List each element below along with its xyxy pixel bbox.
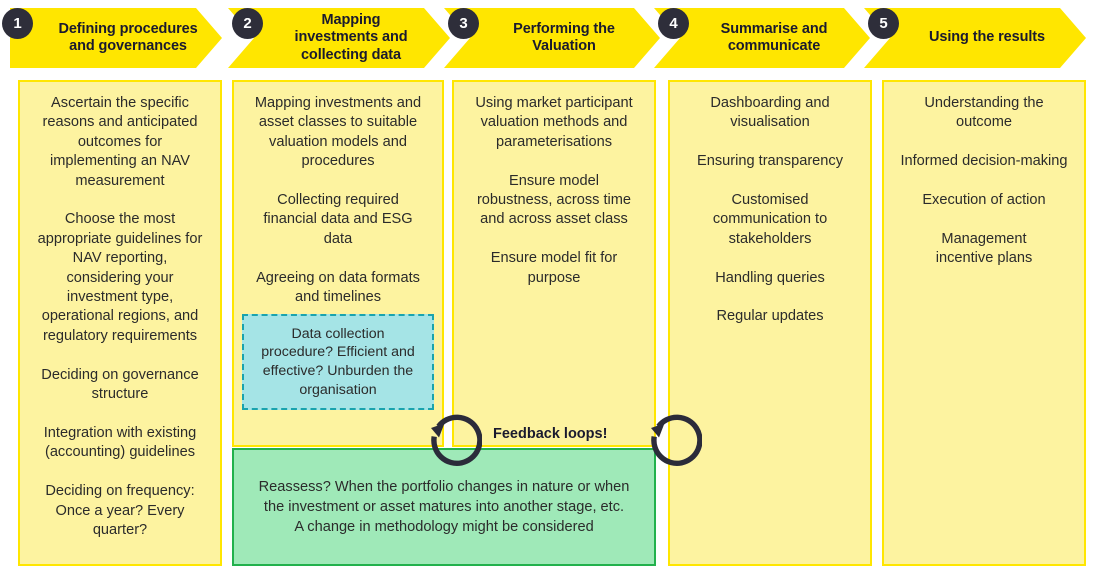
step-body-4: Dashboarding and visualisation Ensuring … xyxy=(696,95,844,325)
step-title-3: Performing the Valuation xyxy=(513,20,615,54)
step-panel-4: Dashboarding and visualisation Ensuring … xyxy=(668,80,872,566)
step-header-3[interactable]: Performing the Valuation xyxy=(444,8,660,68)
step-header-4[interactable]: Summarise and communicate xyxy=(654,8,870,68)
reassess-box-text: Reassess? When the portfolio changes in … xyxy=(258,478,630,536)
data-collection-note-text: Data collection procedure? Efficient and… xyxy=(261,325,415,398)
feedback-loop-arrow-left xyxy=(420,412,482,474)
step-title-5: Using the results xyxy=(929,29,1045,46)
step-number-badge-3: 3 xyxy=(448,8,479,39)
step-title-4: Summarise and communicate xyxy=(720,20,828,54)
step-body-1: Ascertain the specific reasons and antic… xyxy=(37,95,203,538)
step-body-2: Mapping investments and asset classes to… xyxy=(254,95,422,306)
step-body-3: Using market participant valuation metho… xyxy=(475,95,633,286)
step-panel-3: Using market participant valuation metho… xyxy=(452,80,656,447)
feedback-loops-label: Feedback loops! xyxy=(493,426,608,442)
step-header-1[interactable]: Defining procedures and governances xyxy=(10,8,222,68)
data-collection-note: Data collection procedure? Efficient and… xyxy=(242,314,434,410)
step-header-5[interactable]: Using the results xyxy=(864,8,1086,68)
step-panel-5: Understanding the outcome Informed decis… xyxy=(882,80,1086,566)
step-number-badge-4: 4 xyxy=(658,8,689,39)
feedback-loop-arrow-right xyxy=(640,412,702,474)
reassess-box: Reassess? When the portfolio changes in … xyxy=(232,448,656,566)
step-number-badge-5: 5 xyxy=(868,8,899,39)
step-body-5: Understanding the outcome Informed decis… xyxy=(900,95,1068,267)
step-number-badge-2: 2 xyxy=(232,8,263,39)
step-number-badge-1: 1 xyxy=(2,8,33,39)
step-title-2: Mapping investments and collecting data xyxy=(294,12,408,63)
step-panel-1: Ascertain the specific reasons and antic… xyxy=(18,80,222,566)
step-header-2[interactable]: Mapping investments and collecting data xyxy=(228,8,450,68)
step-title-1: Defining procedures and governances xyxy=(58,20,198,54)
